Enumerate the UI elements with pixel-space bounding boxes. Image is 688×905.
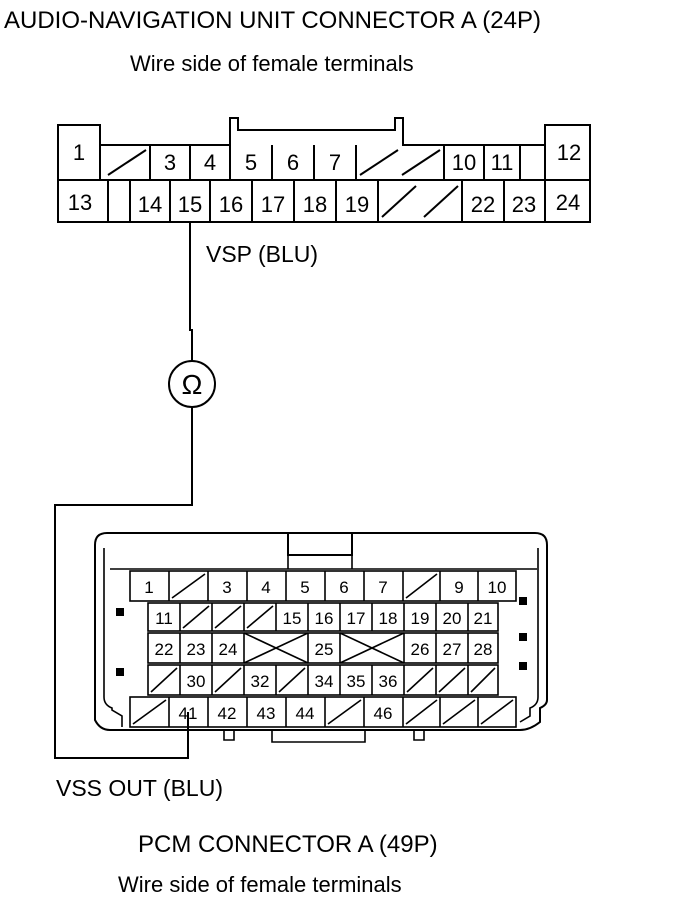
pcm-terminal-label: 1 [144, 578, 153, 597]
pcm-connector-subtitle: Wire side of female terminals [118, 872, 402, 897]
terminal-label: 18 [303, 192, 327, 217]
terminal-label: 5 [245, 150, 257, 175]
pcm-terminal-label: 30 [187, 672, 206, 691]
empty-cavity [107, 149, 147, 176]
terminal-label: 22 [471, 192, 495, 217]
pcm-terminal-label: 15 [283, 609, 302, 628]
pcm-terminal-label: 5 [300, 578, 309, 597]
pcm-terminal-label: 10 [488, 578, 507, 597]
pcm-terminal-label: 32 [251, 672, 270, 691]
pcm-terminal-label: 7 [378, 578, 387, 597]
terminal-label: 6 [287, 150, 299, 175]
empty-cavity [359, 149, 399, 176]
terminal-label: 24 [556, 190, 580, 215]
terminal-label: 4 [204, 150, 216, 175]
pcm-terminal-label: 46 [374, 704, 393, 723]
empty-cavity [423, 185, 459, 218]
pcm-terminal-label: 6 [339, 578, 348, 597]
empty-cavity [381, 185, 417, 218]
test-wire: Ω [54, 222, 216, 759]
pcm-terminal-label: 36 [379, 672, 398, 691]
terminal-label: 11 [491, 150, 514, 175]
pcm-terminal-label: 44 [296, 704, 315, 723]
terminal-label: 16 [219, 192, 243, 217]
pcm-connector-title: PCM CONNECTOR A (49P) [138, 831, 438, 858]
terminal-label: 19 [345, 192, 369, 217]
pcm-terminal-label: 22 [155, 640, 174, 659]
pcm-terminal-label: 28 [474, 640, 493, 659]
pcm-terminal-label: 3 [222, 578, 231, 597]
terminal-label: 1 [73, 140, 85, 165]
terminal-label: 13 [68, 190, 92, 215]
connector-a-subtitle: Wire side of female terminals [130, 51, 414, 76]
pcm-terminal-label: 25 [315, 640, 334, 659]
terminal-label: 7 [329, 150, 341, 175]
pcm-terminal-label: 23 [187, 640, 206, 659]
empty-cavity [401, 149, 441, 176]
pcm-connector: 1 3 4 5 6 7 9 10 11 15 16 17 18 19 20 21… [94, 532, 548, 743]
pcm-terminal-label: 34 [315, 672, 334, 691]
terminal-label: 14 [138, 192, 162, 217]
terminal-label: 15 [178, 192, 202, 217]
pcm-terminal-label: 4 [261, 578, 270, 597]
terminal-label: 10 [452, 150, 476, 175]
pcm-terminal-label: 42 [218, 704, 237, 723]
audio-nav-connector: 1 3 4 5 6 7 10 11 12 13 14 15 16 17 18 1… [57, 117, 591, 223]
pcm-terminal-label: 9 [454, 578, 463, 597]
terminal-label: 17 [261, 192, 285, 217]
pcm-terminal-label: 18 [379, 609, 398, 628]
pcm-terminal-label: 26 [411, 640, 430, 659]
pcm-terminal-label: 11 [155, 609, 173, 628]
ohm-symbol: Ω [182, 369, 203, 400]
terminal-label: 3 [164, 150, 176, 175]
connector-a-title: AUDIO-NAVIGATION UNIT CONNECTOR A (24P) [4, 7, 541, 34]
wire-label-vss-out: VSS OUT (BLU) [56, 775, 223, 801]
pcm-terminal-label: 43 [257, 704, 276, 723]
pcm-terminal-label: 24 [219, 640, 238, 659]
pcm-terminal-label: 16 [315, 609, 334, 628]
wire-label-vsp: VSP (BLU) [206, 241, 318, 267]
pcm-terminal-label: 27 [443, 640, 462, 659]
pcm-terminal-label: 41 [179, 704, 198, 723]
pcm-terminal-label: 19 [411, 609, 430, 628]
terminal-label: 12 [557, 140, 581, 165]
pcm-terminal-label: 20 [443, 609, 462, 628]
pcm-terminal-label: 21 [474, 609, 493, 628]
pcm-terminal-label: 17 [347, 609, 366, 628]
pcm-terminal-label: 35 [347, 672, 366, 691]
terminal-label: 23 [512, 192, 536, 217]
